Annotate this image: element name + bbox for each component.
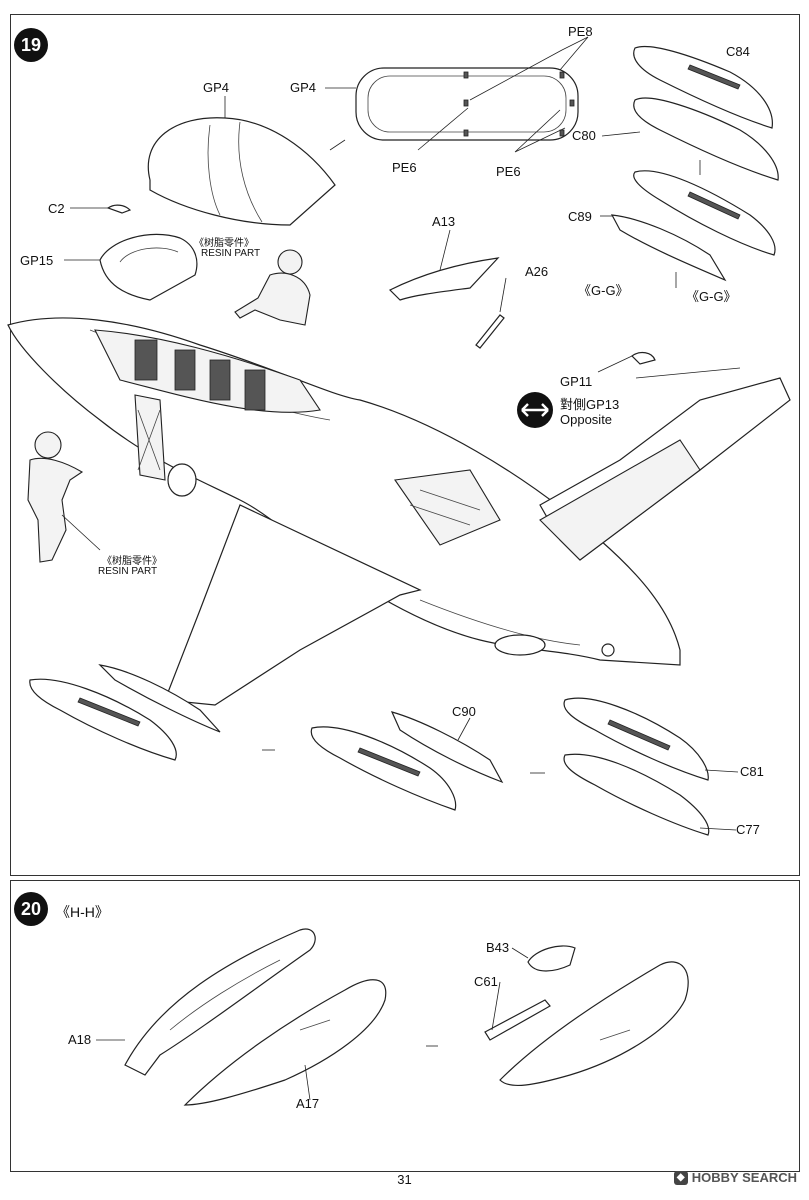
page-number: 31 <box>397 1172 412 1187</box>
label-c81: C81 <box>740 764 764 779</box>
label-a18: A18 <box>68 1032 92 1047</box>
label-c2: C2 <box>48 201 65 216</box>
label-resin-en-2: RESIN PART <box>98 566 158 577</box>
nose-gear <box>134 394 197 497</box>
label-c90: C90 <box>452 704 476 719</box>
label-a26: A26 <box>525 264 549 279</box>
label-c84: C84 <box>726 44 750 59</box>
label-b43: B43 <box>486 940 510 955</box>
label-gp15: GP15 <box>20 253 54 268</box>
label-c80: C80 <box>572 128 596 143</box>
label-c77: C77 <box>736 822 760 837</box>
canopy-gp4-top <box>355 67 579 141</box>
watermark-text: HOBBY SEARCH <box>691 1170 797 1185</box>
watermark: ◆ HOBBY SEARCH <box>673 1170 797 1185</box>
canopy-gp4-outer <box>147 117 336 226</box>
label-a13: A13 <box>432 214 456 229</box>
label-pe6-right: PE6 <box>496 164 521 179</box>
windscreen-gp15 <box>99 233 198 301</box>
label-gg-left: 《G-G》 <box>578 283 629 298</box>
step-number-19: 19 <box>14 28 48 62</box>
step-number-20: 20 <box>14 892 48 926</box>
right-wing <box>539 377 791 561</box>
resin-pilot-figure-2 <box>27 431 84 563</box>
label-opposite-en: Opposite <box>560 412 613 427</box>
label-opposite-cn: 對側GP13 <box>560 397 620 412</box>
label-resin-cn-1: 《树脂零件》 <box>194 238 254 249</box>
step-20-subtitle: 《H-H》 <box>56 904 109 920</box>
resin-pilot-figure-1 <box>234 249 311 326</box>
step-20-panel <box>10 880 800 1172</box>
label-a17: A17 <box>296 1096 320 1111</box>
label-gp4-left: GP4 <box>203 80 230 95</box>
label-c89: C89 <box>568 209 592 224</box>
fuselage <box>7 317 681 666</box>
label-gg-right: 《G-G》 <box>686 289 737 304</box>
label-pe8: PE8 <box>568 24 593 39</box>
label-gp11: GP11 <box>560 374 593 389</box>
left-wing <box>164 504 422 706</box>
label-resin-cn-2: 《树脂零件》 <box>102 556 162 567</box>
label-c61: C61 <box>474 974 498 989</box>
label-gp4-right: GP4 <box>290 80 317 95</box>
label-resin-en-1: RESIN PART <box>201 248 261 259</box>
label-pe6-left: PE6 <box>392 160 417 175</box>
watermark-logo-icon: ◆ <box>673 1170 688 1185</box>
